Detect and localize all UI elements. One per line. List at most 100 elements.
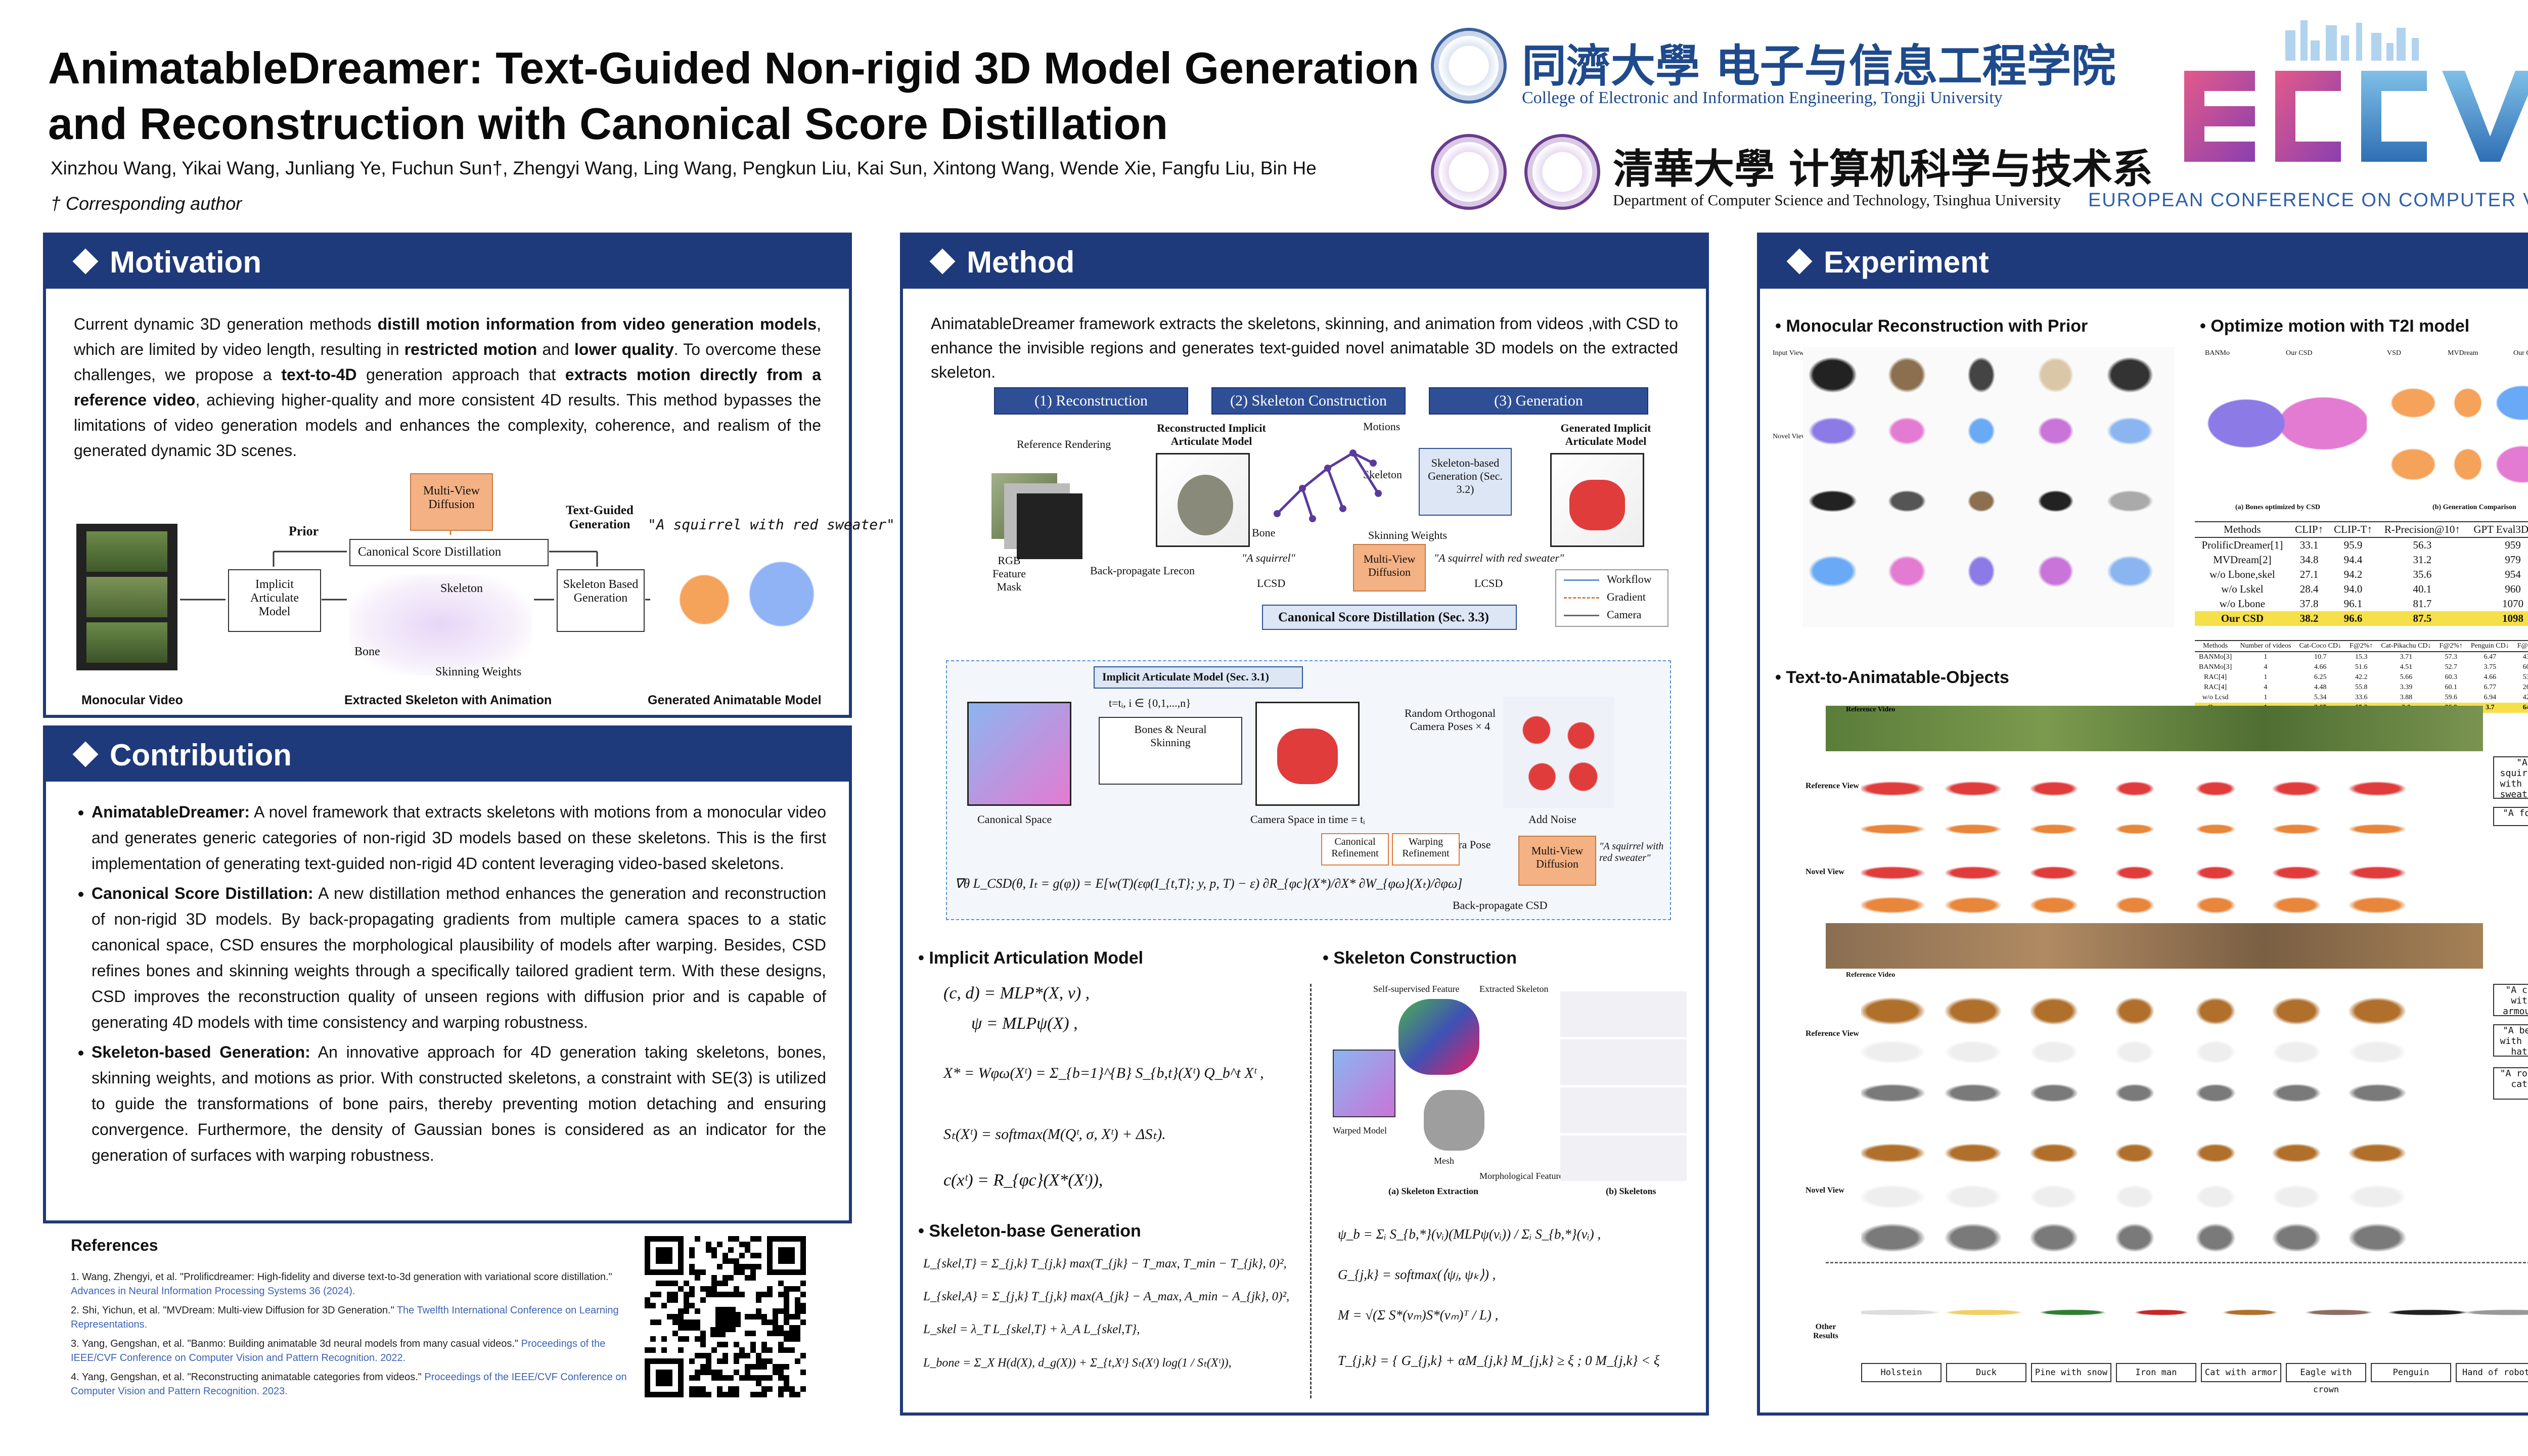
contribution-body: AnimatableDreamer: A novel framework tha… [59,799,836,1172]
table-header: Methods [2195,521,2290,538]
qr-code[interactable] [645,1236,811,1408]
ref-video-label-2: Reference Video [1846,971,1895,979]
bones-skinning-label: Bones & Neural Skinning [1134,723,1207,749]
morph-feature-label: Morphological Feature [1479,1171,1563,1181]
table-cell: 94.4 [2343,554,2363,566]
prompt-squirrel: "A squirrel" [1242,552,1295,564]
table-cell: 37.8 [2299,598,2319,610]
eq-skel: L_skel = λ_T L_{skel,T} + λ_A L_{skel,T}… [923,1323,1140,1336]
table-cell: 42.2 [2355,673,2368,681]
mesh-label: Mesh [1434,1156,1454,1166]
prompt-box-bear-hat: "A bear with red hat" [2493,1024,2528,1057]
novel-view-label-2: Novel View [1805,1186,1844,1195]
backprop-csd-label: Back-propagate CSD [1453,899,1548,912]
table-cell: 4 [2264,684,2268,691]
references-heading: References [71,1236,158,1254]
table-cell: 4.66 [2314,663,2327,671]
table-cell: 94.0 [2343,583,2363,595]
eccv-logo [2184,20,2528,162]
table-cell: 979 [2505,554,2521,566]
table-cell: 35.6 [2413,568,2432,580]
table-cell: 960 [2505,583,2521,595]
other-result-caption: Eagle with crown [2286,1363,2366,1395]
skeleton-construction-figure: Self-supervised Feature Extracted Skelet… [1323,979,1697,1201]
table-cell: 31.2 [2413,554,2432,566]
contribution-item: Canonical Score Distillation: A new dist… [92,881,826,1035]
table-cell: 1 [2264,694,2268,701]
method-heading: Method [967,245,1075,279]
canonical-refinement-label: Canonical Refinement [1331,836,1379,859]
table-cell: 1 [2264,673,2268,681]
table-cell: 5.66 [2400,673,2413,681]
references-section: References 1. Wang, Zhengyi, et al. "Pro… [71,1236,627,1403]
skeleton-label: Skeleton [440,582,483,595]
prompt-squirrel-red: "A squirrel with red sweater" [1434,552,1564,564]
tongji-name-en: College of Electronic and Information En… [1522,88,2003,107]
table-cell: 60.3 [2445,673,2457,681]
table-cell: 87.5 [2377,611,2467,626]
divider-dashed [1826,1262,2528,1263]
mv-diffusion-label: Multi-View Diffusion [423,484,480,511]
table-cell: 96.1 [2343,598,2363,610]
table-cell: w/o Lskel [2221,583,2264,595]
reference-video-strip-2 [1826,923,2483,969]
authors: Xinzhou Wang, Yikai Wang, Junliang Ye, F… [51,158,1317,178]
table-cell: 4.66 [2484,673,2497,681]
table-header: Penguin CD↓ [2466,640,2513,652]
tsinghua-name-cn: 清華大學 计算机科学与技术系 [1613,145,2153,193]
row-input-view: Input View [1773,349,1804,357]
eq-t: T_{j,k} = { G_{j,k} + αM_{j,k} M_{j,k} ≥… [1338,1353,1660,1368]
cap-generated-model: Generated Animatable Model [648,693,822,707]
sbg-label: Skeleton Based Generation [563,578,639,605]
add-noise-label: Add Noise [1528,813,1576,826]
eq-skel-a: L_{skel,A} = Σ_{j,k} T_{j,k} max(A_{jk} … [923,1290,1290,1303]
table-cell: 33.1 [2299,539,2319,551]
method-mv-label: Multi-View Diffusion [1363,553,1416,578]
prompt-box-squirrel: "A squirrel with red sweater" [2493,756,2528,800]
eq-psi-b: ψ_b = Σᵢ S_{b,*}(vᵢ)(MLPψ(vᵢ)) / Σᵢ S_{b… [1338,1226,1601,1242]
prompt-box-cat-armour: "A cat with armour" [2493,984,2528,1017]
video-film-strip [76,524,177,670]
cap-gen-comparison: (b) Generation Comparison [2432,504,2516,511]
eq-warp: X* = Wφω(Xᵗ) = Σ_{b=1}^{B} S_{b,t}(Xᵗ) Q… [943,1065,1264,1081]
ref-video-label-1: Reference Video [1846,706,1895,713]
csd-label: Canonical Score Distillation [358,545,502,559]
contribution-list: AnimatableDreamer: A novel framework tha… [69,799,826,1168]
other-results-label: Other Results [1813,1323,1838,1340]
sub-mono: • Monocular Reconstruction with Prior [1775,316,2088,336]
sub-t2i: • Optimize motion with T2I model [2200,316,2470,336]
csd-mv-label: Multi-View Diffusion [1531,844,1584,870]
lcsd-label-right: LCSD [1474,577,1503,589]
cap-skeleton-extraction: (a) Skeleton Extraction [1388,1186,1478,1196]
reference-item: 3. Yang, Gengshan, et al. "Banmo: Buildi… [71,1338,606,1363]
table-header: F@2%↑ [2345,640,2377,652]
warping-refinement-box: Warping Refinement [1392,833,1460,866]
other-result-caption: Hand of robot [2456,1363,2528,1382]
csd-box: Canonical Score Distillation [349,539,549,566]
table-header: Cat-Pikachu CD↓ [2377,640,2435,652]
sub-skeleton-construction: • Skeleton Construction [1323,948,1517,968]
csd-prompt: "A squirrel with red sweater" [1599,841,1664,863]
motivation-arrows [180,530,650,601]
table-cell: 3.39 [2400,684,2413,691]
table-cell: 57.3 [2445,653,2457,661]
t2i-banmo: BANMo [2205,349,2230,357]
table-cell: MVDream[2] [2213,554,2272,566]
eq-mlp-psi: ψ = MLPψ(X) , [971,1014,1078,1033]
contribution-heading: Contribution [110,738,292,772]
table-cell: 10.7 [2314,653,2327,661]
other-results-images [1861,1272,2528,1353]
table-cell: 4.48 [2314,684,2327,691]
contribution-header: Contribution [46,729,849,782]
t2i-figure: BANMo Our CSD VSD MVDream Our CSD (a) Bo… [2195,349,2528,516]
backprop-recon-label: Back-propagate Lrecon [1090,564,1195,577]
stage-reconstruction: (1) Reconstruction [994,387,1188,415]
table-cell: 5.34 [2314,694,2327,701]
table-cell: 27.1 [2299,568,2319,580]
table-cell: 4 [2264,663,2268,671]
table-cell: Our CSD [2195,611,2290,626]
table-cell: 53.7 [2522,673,2528,681]
